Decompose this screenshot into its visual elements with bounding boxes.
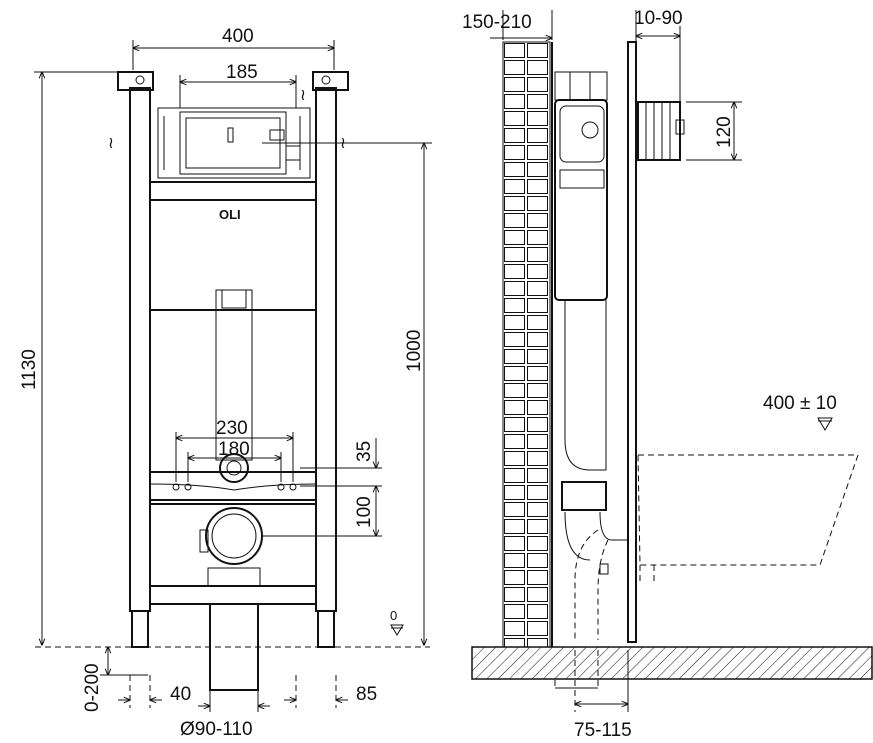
bolt-hole-icon [172,483,180,491]
left-foot [131,610,149,648]
dim-drain-diameter: Ø90-110 [180,719,253,740]
dim-panel-width: 185 [226,62,258,83]
left-bracket-hole-icon [135,75,145,85]
right-foot [317,610,335,648]
bottom-rail [149,585,317,605]
floor-slab [471,646,873,680]
dim-panel-offset: 10-90 [634,8,683,29]
mounting-rail [149,471,317,501]
top-inlet-icon: ≀ [300,87,306,104]
dim-bowl-height: 400 ± 10 [763,393,837,414]
side-view: 150-210 10-90 120 400 ± 10 75-115 [462,8,873,741]
bolt-hole-icon [277,483,285,491]
cover-panel [627,41,637,643]
dim-drain-offset: 100 [354,496,375,528]
dim-bolt-inner: 180 [218,439,250,460]
side-connector [561,481,607,511]
bolt-hole-icon [184,483,192,491]
dim-bolt-outer: 230 [216,418,248,439]
dim-foot-adjust: 0-200 [82,663,103,712]
brand-label: OLI [219,207,241,222]
dim-total-height: 1130 [19,349,40,390]
right-bracket-hole-icon [321,75,331,85]
dim-wall-depth: 150-210 [462,12,532,33]
dim-foot-right: 85 [356,684,377,705]
side-inlet [637,101,681,161]
toilet-bowl-outline [637,454,859,566]
left-top-bracket [117,71,154,91]
dim-foot-left: 40 [170,684,191,705]
front-view: OLI 0 ≀ ≀ ≀ [19,26,432,740]
brick-wall [502,41,551,648]
left-frame-post [129,87,151,612]
dim-frame-width: 400 [222,26,254,47]
dim-bolt-offset: 35 [354,441,375,462]
side-cistern [554,99,608,301]
left-inlet-icon: ≀ [108,135,114,152]
dim-inlet-height: 1000 [404,330,425,372]
flush-outlet-icon [219,453,249,483]
right-top-bracket [312,71,349,91]
drain-connector-icon [205,507,263,565]
bolt-hole-icon [289,483,297,491]
floor-level-mark: 0 [390,608,397,623]
right-frame-post [315,87,337,612]
dim-drain-depth: 75-115 [574,720,632,741]
dim-cistern-height: 120 [714,116,735,148]
